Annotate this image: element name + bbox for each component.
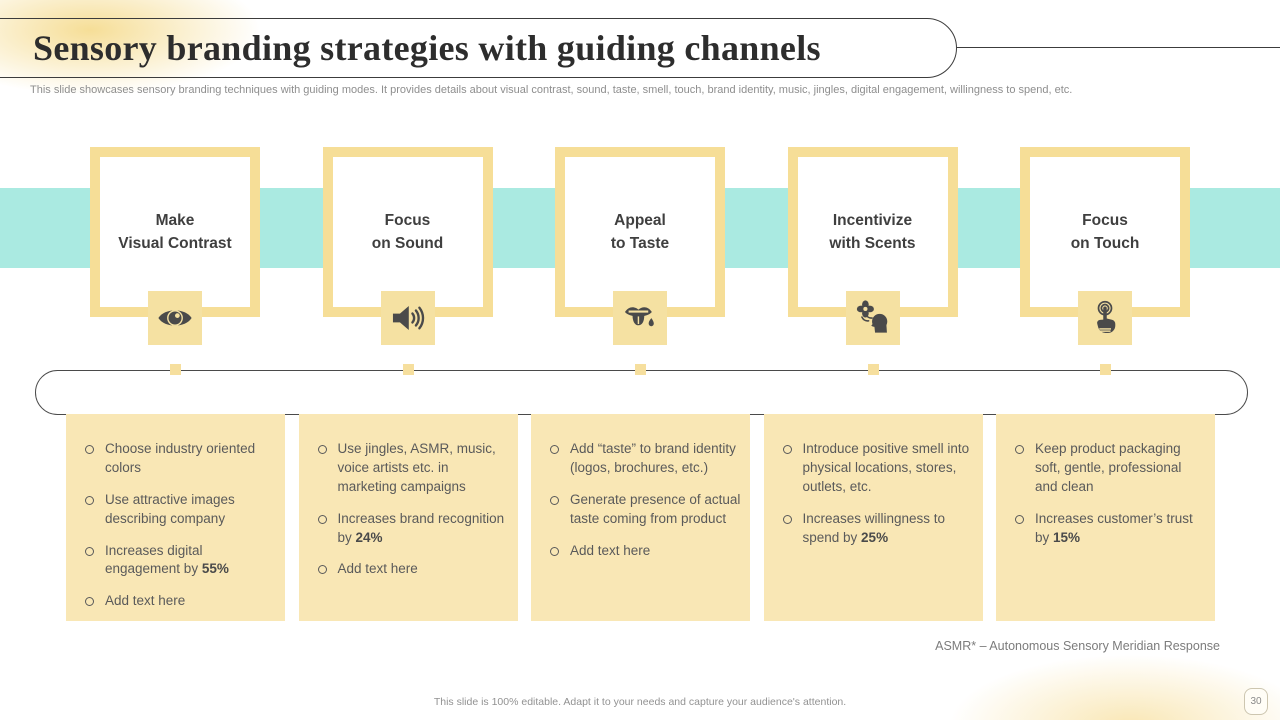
bullet-item: Add text here [80,592,277,611]
taste-icon-tile [613,291,667,345]
asmr-footnote: ASMR* – Autonomous Sensory Meridian Resp… [935,639,1220,653]
speaker-icon-tile [380,291,435,345]
bullet-text: Use attractive images describing company [105,491,235,526]
connector-marker [867,364,879,375]
bullet-text: Add text here [105,593,186,609]
bullet-text: Add text here [570,542,651,558]
bullet-item: Add “taste” to brand identity (logos, br… [545,440,742,478]
title-box: Sensory branding strategies with guiding… [0,18,957,78]
bullet-marker [782,445,792,454]
bullet-marker [1015,445,1024,454]
scent-icon [854,299,892,337]
bullet-text: Choose industry oriented colors [105,441,256,475]
bullet-marker [1015,514,1024,524]
touch-icon-tile [1078,291,1132,345]
bullet-text: Increases willingness to spend by 25% [802,510,946,545]
bullet-marker [85,546,94,556]
bullet-item: Keep product packaging soft, gentle, pro… [1010,440,1207,497]
bullet-text: Increases digital engagement by 55% [105,542,229,577]
bullet-list: Use jingles, ASMR, music, voice artists … [313,440,510,579]
connector-marker [170,364,181,375]
bullet-text: Add text here [337,561,418,577]
editable-note: This slide is 100% editable. Adapt it to… [433,696,847,708]
connector-marker [635,364,646,375]
bullet-marker [782,514,792,524]
bullet-item: Choose industry oriented colors [80,440,277,478]
scent-icon-tile [845,291,900,345]
touch-icon [1086,299,1124,337]
bullet-item: Add text here [313,560,510,579]
bullet-item: Increases customer’s trust by 15% [1010,510,1207,548]
bullet-list: Keep product packaging soft, gentle, pro… [1010,440,1207,547]
connector-marker [1100,364,1111,375]
bullet-text: Add “taste” to brand identity (logos, br… [570,441,736,475]
page-number: 30 [1250,696,1262,707]
page-number-badge: 30 [1244,688,1268,715]
title-rule [957,47,1280,48]
bullet-item: Introduce positive smell into physical l… [778,440,975,497]
bullet-marker [85,445,94,454]
bullet-marker [85,495,94,505]
bullet-item: Use jingles, ASMR, music, voice artists … [313,440,510,497]
bullet-item: Use attractive images describing company [80,491,277,529]
bullet-marker [85,597,94,607]
bullet-marker [317,445,327,454]
bullet-text: Increases brand recognition by 24% [337,510,505,545]
bullet-item: Generate presence of actual taste coming… [545,491,742,529]
detail-box-sound[interactable]: Use jingles, ASMR, music, voice artists … [298,414,518,621]
bullet-text: Keep product packaging soft, gentle, pro… [1035,441,1182,494]
bullet-item: Add text here [545,542,742,561]
bullet-text: Introduce positive smell into physical l… [802,441,970,494]
bullet-text: Increases customer’s trust by 15% [1035,510,1193,545]
eye-icon-tile [148,291,202,345]
detail-box-touch[interactable]: Keep product packaging soft, gentle, pro… [996,414,1215,621]
connector-marker [402,364,414,375]
bullet-marker [317,565,327,575]
bullet-text: Use jingles, ASMR, music, voice artists … [337,441,496,494]
bullet-item: Increases willingness to spend by 25% [778,510,975,548]
bullet-item: Increases digital engagement by 55% [80,542,277,580]
speaker-icon [389,299,427,337]
bullet-list: Introduce positive smell into physical l… [778,440,975,547]
bullet-text: Generate presence of actual taste coming… [570,491,741,526]
slide-subtitle: This slide showcases sensory branding te… [30,84,1073,96]
bullet-list: Add “taste” to brand identity (logos, br… [545,440,742,560]
taste-icon [621,299,659,337]
bullet-marker [550,495,559,505]
bullet-marker [550,546,559,556]
slide-title: Sensory branding strategies with guiding… [33,28,821,68]
detail-box-scents[interactable]: Introduce positive smell into physical l… [763,414,983,621]
bullet-marker [317,514,327,524]
bullet-marker [550,445,559,454]
detail-box-taste[interactable]: Add “taste” to brand identity (logos, br… [531,414,750,621]
bullet-item: Increases brand recognition by 24% [313,510,510,548]
eye-icon [156,299,194,337]
